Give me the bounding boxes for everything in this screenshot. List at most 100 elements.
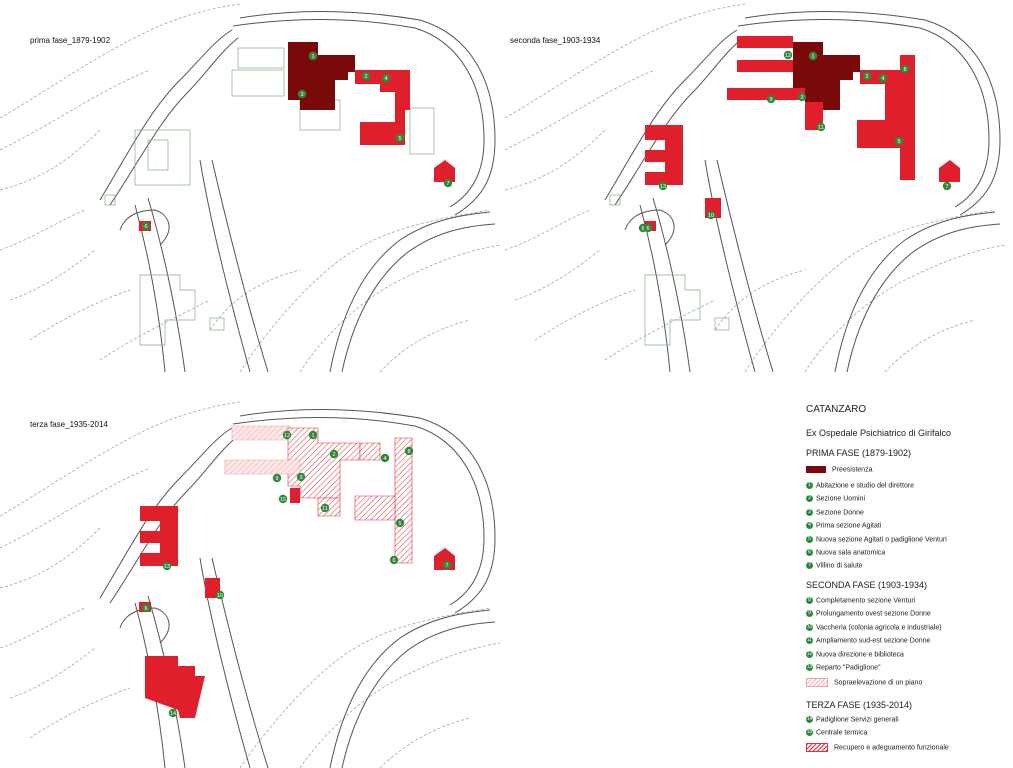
sopraelevazione-swatch (806, 678, 828, 687)
building-number-marker: 11 (816, 122, 826, 132)
buildings-phase2 (644, 36, 960, 231)
marker-label: 2 (865, 74, 868, 80)
marker-circle (706, 210, 716, 220)
building-number-marker: 1 (808, 51, 818, 61)
faded-footprints (104, 47, 435, 346)
marker-circle (900, 64, 910, 74)
marker-circle (141, 221, 151, 231)
marker-circle (278, 494, 288, 504)
marker-circle (162, 561, 172, 571)
marker-label: 10 (708, 213, 714, 219)
marker-circle (329, 449, 339, 459)
marker-label: 11 (818, 125, 824, 131)
building-number-marker: 6 (141, 221, 151, 231)
number-marker: 10 (806, 623, 813, 631)
roads (604, 10, 1001, 372)
marker-circle (942, 181, 952, 191)
marker-label: 3 (300, 92, 303, 98)
marker-label: 6 (144, 224, 147, 230)
marker-label: 4 (384, 76, 387, 82)
marker-circle (215, 590, 225, 600)
legend-item-label: Sezione Donne (816, 509, 864, 517)
marker-circle (361, 71, 371, 81)
marker-label: 13 (660, 184, 666, 190)
marker-label: 2 (332, 452, 335, 458)
marker-circle (308, 430, 318, 440)
building-number-marker: 4 (878, 73, 888, 83)
marker-circle (442, 560, 452, 570)
building-number-marker: 7 (443, 178, 453, 188)
marker-label: 5 (897, 139, 900, 145)
number-marker: 1 (806, 482, 813, 489)
building-number-marker: 1 (308, 51, 318, 61)
legend-section2-title: SECONDA FASE (1903-1934) (806, 580, 928, 590)
legend-item-label: Nuova sezione Agitati o padiglione Ventu… (816, 535, 947, 543)
marker-label: 1 (311, 433, 314, 439)
marker-label: 6 (641, 226, 644, 232)
legend-recupero: Recupero e adeguamento funzionale (806, 743, 949, 753)
building-number-marker: 1 (308, 430, 318, 440)
legend-item-label: Abitazione e studio del direttore (816, 482, 915, 490)
marker-label: 12 (785, 53, 791, 59)
building-number-marker: 2 (329, 449, 339, 459)
building-number-marker: 8 (900, 64, 910, 74)
legend-item-label: Preesistenza (832, 466, 873, 474)
number-marker: 4 (806, 522, 813, 530)
recupero-swatch (806, 743, 828, 752)
panel-title: prima fase_1879-1902 (30, 36, 111, 45)
marker-circle (395, 133, 405, 143)
legend-item-label: Villino di salute (816, 562, 863, 570)
contour-lines (505, 3, 1005, 372)
legend-subtitle: Ex Ospedale Psichiatrico di Girifalco (806, 428, 952, 438)
marker-label: 4 (881, 76, 884, 82)
marker-label: 4 (383, 456, 386, 462)
marker-label: 9 (275, 476, 278, 482)
buildings-preesistenza (288, 42, 355, 110)
buildings-recupero (224, 425, 413, 564)
legend-item-label: Padiglione Servizi generali (816, 716, 899, 724)
building-number-marker: 9 (272, 473, 282, 483)
marker-label: 9 (769, 97, 772, 103)
marker-label: 3 (299, 475, 302, 481)
legend-item-label: Nuova direzione e biblioteca (816, 650, 904, 658)
panel-title: terza fase_1935-2014 (30, 420, 108, 429)
marker-label: 12 (284, 433, 290, 439)
legend-item-label: Recupero e adeguamento funzionale (834, 744, 949, 752)
building-number-marker: 4 (380, 453, 390, 463)
building-number-marker: 13 (658, 181, 668, 191)
building-number-marker: 10 (215, 590, 225, 600)
number-marker: 6 (806, 549, 813, 556)
roads (99, 10, 496, 372)
legend-item-label: Vaccheria (colonia agricola e industrial… (816, 624, 942, 632)
marker-circle (381, 73, 391, 83)
legend-city: CATANZARO (806, 404, 867, 415)
marker-circle (380, 453, 390, 463)
marker-circle (808, 51, 818, 61)
marker-label: 5 (398, 136, 401, 142)
marker-label: 14 (170, 711, 176, 717)
marker-circle (766, 94, 776, 104)
legend-preesistenza: Preesistenza (806, 466, 872, 476)
number-marker: 15 (806, 729, 813, 737)
contour-lines (0, 3, 500, 372)
marker-circle (894, 136, 904, 146)
marker-circle (878, 73, 888, 83)
legend-item-label: Centrale termica (816, 729, 868, 737)
legend-section1-title: PRIMA FASE (1879-1902) (806, 448, 912, 458)
building-number-marker: 7 (942, 181, 952, 191)
marker-circle (296, 472, 306, 482)
legend-sopraelevazione: Sopraelevazione di un piano (806, 678, 922, 688)
